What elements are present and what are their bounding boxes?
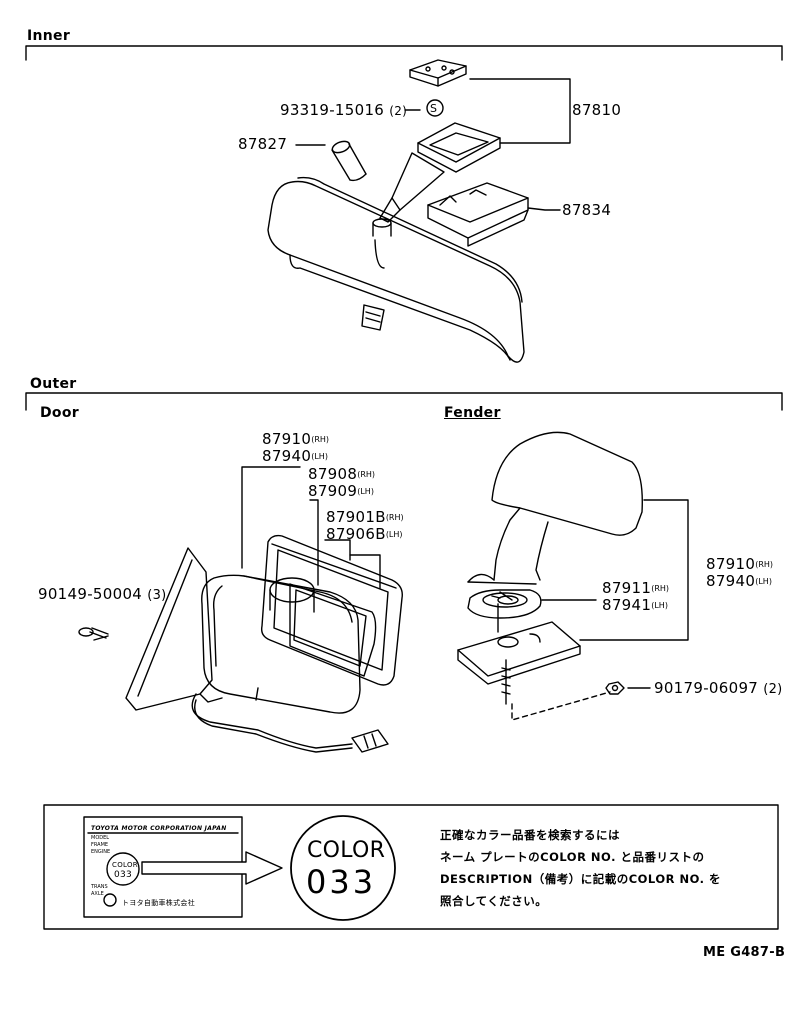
- part-qty: (3): [147, 588, 167, 603]
- inner-frame: [25, 45, 783, 61]
- sfx-rh: (RH): [651, 584, 670, 593]
- leader-87910-door: [241, 466, 301, 569]
- leader-87906B: [349, 554, 381, 589]
- fender-plate: [457, 621, 581, 685]
- sfx-lh: (LH): [311, 452, 328, 461]
- plate-footer: トヨタ自動車株式会社: [122, 899, 195, 907]
- sfx-lh: (LH): [651, 601, 668, 610]
- part-number: 93319-15016: [280, 101, 385, 119]
- part-alt-number: 87941: [602, 596, 652, 614]
- part-alt-number: 87906B: [326, 525, 386, 543]
- part-qty: (2): [763, 682, 783, 697]
- part-87908-label: 87908(RH) 87909(LH): [308, 466, 375, 500]
- instruction-line: 照合してください。: [440, 894, 548, 908]
- screw-badge-circle: [426, 99, 444, 117]
- fender-base: [467, 589, 542, 619]
- fender-dashed-link: [511, 691, 611, 721]
- inner-mirror-body: [267, 176, 525, 363]
- part-alt-number: 87940: [262, 447, 312, 465]
- fender-nut: [605, 681, 625, 695]
- door-housing: [201, 574, 361, 714]
- part-number: 90149-50004: [38, 585, 143, 603]
- part-90149-label: 90149-50004 (3): [38, 587, 167, 603]
- section-outer-label: Outer: [30, 376, 77, 392]
- instruction-line: DESCRIPTION（備考）に記載のCOLOR NO. を: [440, 872, 721, 886]
- door-motor: [269, 577, 315, 613]
- part-number: 90179-06097: [654, 679, 759, 697]
- sfx-rh: (RH): [357, 470, 376, 479]
- part-number: 87911: [602, 579, 652, 597]
- inner-pin: [331, 140, 367, 182]
- door-cable: [191, 693, 389, 753]
- plate-row: ENGINE: [91, 849, 111, 855]
- part-alt-number: 87940: [706, 572, 756, 590]
- figure-code: ME G487-B: [703, 945, 786, 960]
- big-color-value: 033: [306, 863, 377, 901]
- plate-header: TOYOTA MOTOR CORPORATION JAPAN: [91, 825, 227, 832]
- part-87910-fender-label: 87910(RH) 87940(LH): [706, 556, 773, 590]
- sfx-lh: (LH): [357, 487, 374, 496]
- leader-87810: [469, 78, 571, 144]
- big-color-label: COLOR: [307, 838, 386, 863]
- part-87810-label: 87810: [572, 101, 622, 119]
- part-number: 87910: [706, 555, 756, 573]
- plate-color-value: 033: [114, 870, 133, 880]
- instructions: 正確なカラー品番を検索するには ネーム プレートのCOLOR NO. と品番リス…: [440, 824, 721, 912]
- door-bracket: [125, 547, 223, 711]
- fender-head: [467, 431, 643, 585]
- plate-row: AXLE: [91, 891, 104, 897]
- part-87910-door-label: 87910(RH) 87940(LH): [262, 431, 329, 465]
- part-87911-label: 87911(RH) 87941(LH): [602, 580, 669, 614]
- part-alt-number: 87909: [308, 482, 358, 500]
- instruction-line: ネーム プレートのCOLOR NO. と品番リストの: [440, 850, 705, 864]
- part-number: 87908: [308, 465, 358, 483]
- door-screw: [78, 627, 109, 641]
- plate-row: MODEL: [91, 835, 110, 841]
- door-gasket: [260, 534, 403, 686]
- sfx-rh: (RH): [311, 435, 330, 444]
- plate-row: TRANS: [91, 884, 108, 890]
- instruction-line: 正確なカラー品番を検索するには: [440, 828, 620, 842]
- part-93319-label: 93319-15016 (2): [280, 101, 408, 119]
- big-color-circle: [290, 815, 396, 921]
- section-inner-label: Inner: [27, 28, 71, 44]
- plate-row: FRAME: [91, 842, 109, 848]
- section-fender-label: Fender: [444, 405, 501, 421]
- arrow-icon: [141, 851, 283, 885]
- sfx-lh: (LH): [385, 530, 403, 539]
- part-qty: (2): [389, 104, 408, 118]
- part-87827-label: 87827: [238, 135, 288, 153]
- leader-87834: [527, 207, 561, 211]
- fender-bolt: [497, 603, 511, 705]
- inner-bracket-plate: [409, 59, 467, 87]
- sfx-rh: (RH): [755, 560, 774, 569]
- leader-87908: [309, 499, 319, 586]
- plate-color-label: COLOR: [112, 861, 138, 869]
- leader-87910-fender: [579, 499, 689, 641]
- part-87901B-label: 87901B(RH) 87906B(LH): [326, 509, 404, 543]
- outer-frame: [25, 392, 783, 411]
- part-number: 87901B: [326, 508, 386, 526]
- inner-stay: [372, 122, 501, 237]
- screw-badge: S: [430, 102, 438, 115]
- leader-87901B: [324, 539, 351, 561]
- sfx-rh: (RH): [385, 513, 404, 522]
- part-90179-label: 90179-06097 (2): [654, 681, 783, 697]
- color-box-frame: [43, 804, 779, 930]
- part-87834-label: 87834: [562, 201, 612, 219]
- section-door-label: Door: [40, 405, 79, 421]
- part-number: 87910: [262, 430, 312, 448]
- sfx-lh: (LH): [755, 577, 772, 586]
- plate-rows: MODEL FRAME ENGINE TRANS AXLE: [91, 835, 110, 898]
- inner-cover: [427, 182, 529, 247]
